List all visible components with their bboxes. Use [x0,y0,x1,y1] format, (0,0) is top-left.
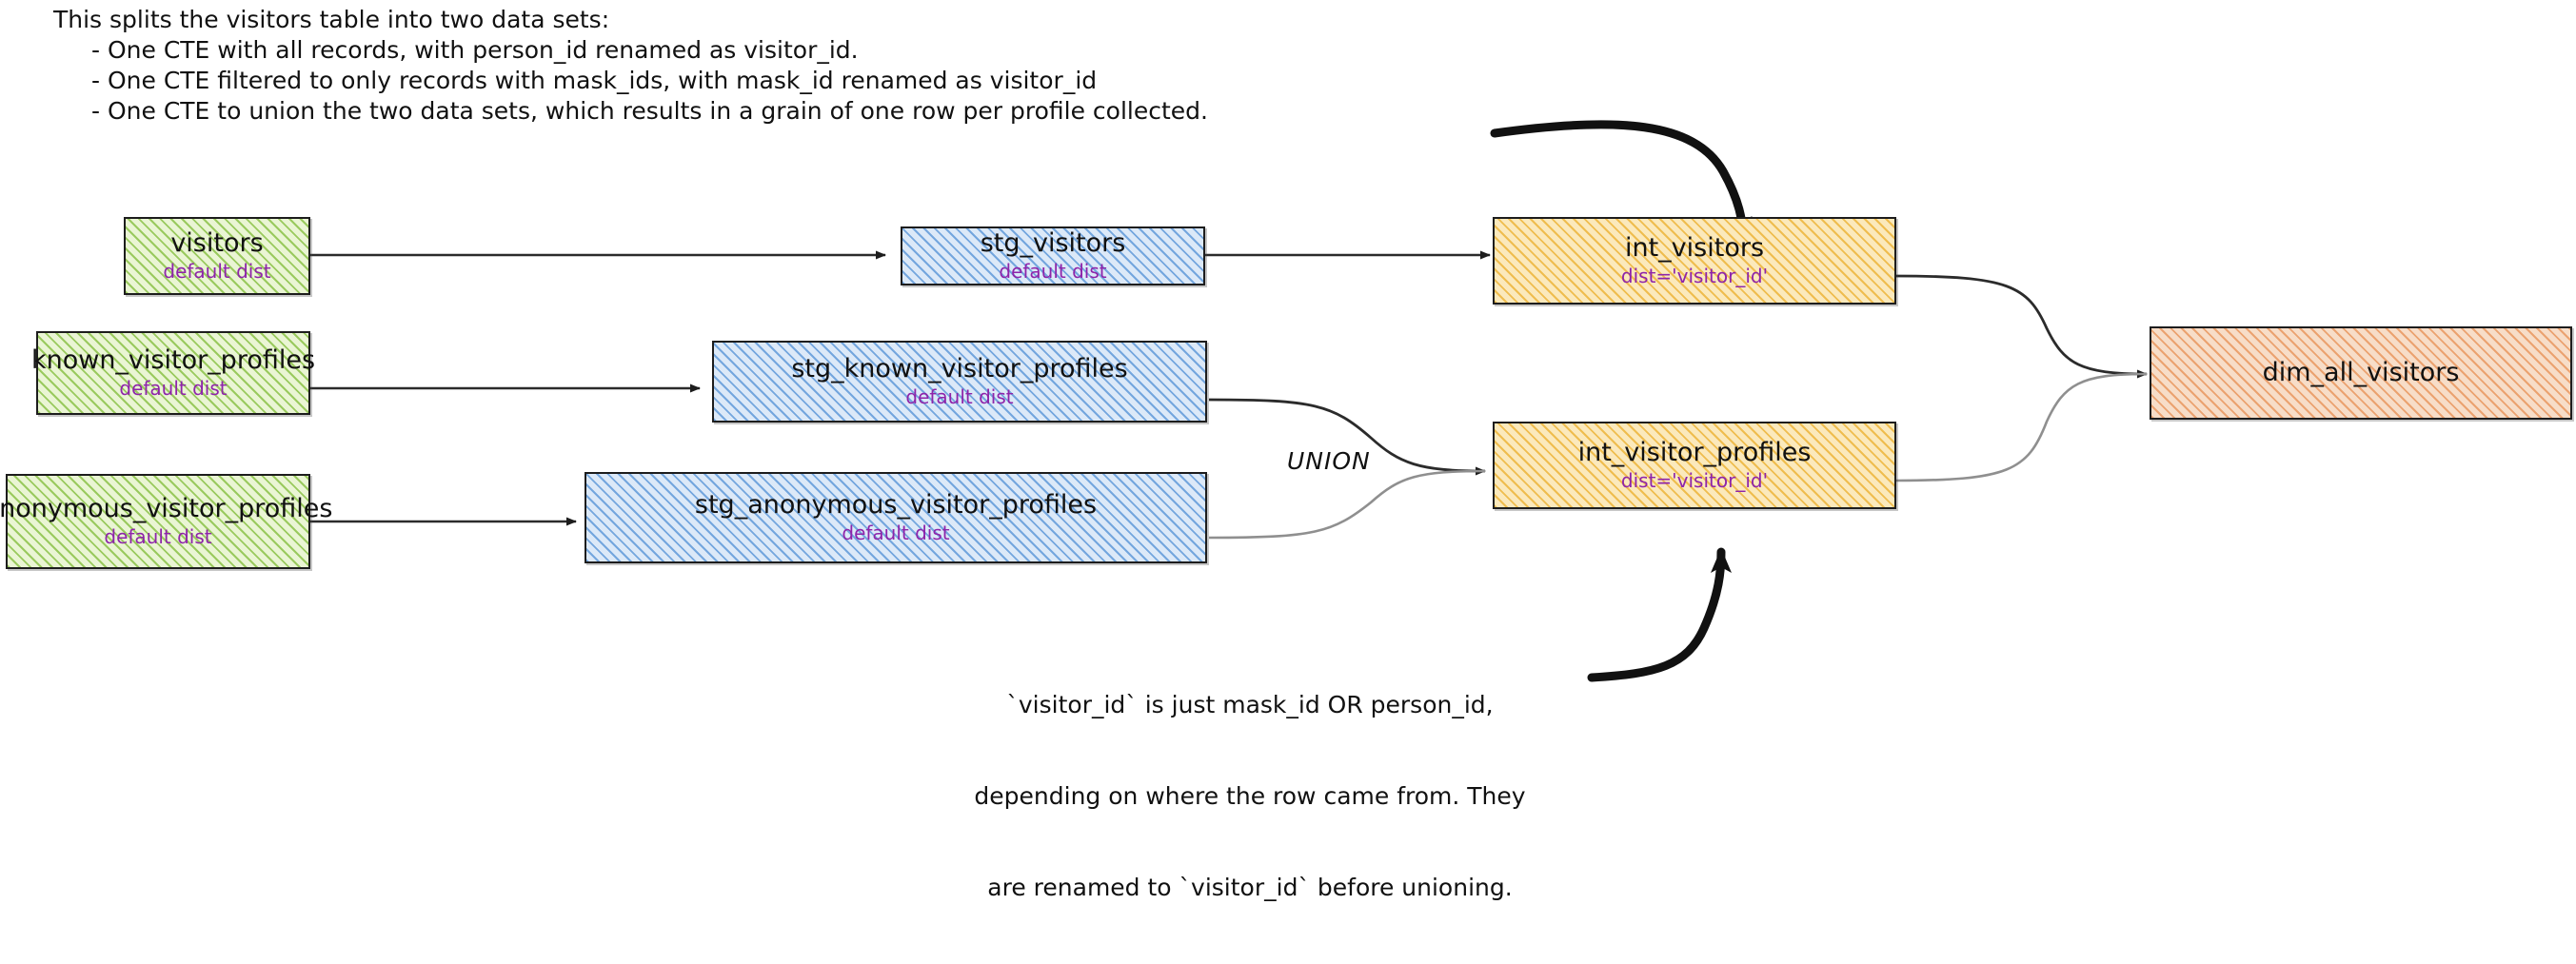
node-known-visitor-profiles-title: known_visitor_profiles [30,345,316,376]
node-stg-visitors[interactable]: stg_visitors default dist [901,226,1205,285]
node-anonymous-visitor-profiles-title: anonymous_visitor_profiles [0,494,333,524]
node-stg-known-visitor-profiles-dist: default dist [905,384,1014,408]
node-stg-known-visitor-profiles[interactable]: stg_known_visitor_profiles default dist [712,341,1207,423]
header-note-line-1: This splits the visitors table into two … [53,6,610,33]
diagram-canvas: This splits the visitors table into two … [0,6,2572,901]
node-stg-anonymous-visitor-profiles-dist: default dist [842,521,950,544]
footnote-line-1: `visitor_id` is just mask_id OR person_i… [1006,691,1494,718]
header-note-line-4: - One CTE to union the two data sets, wh… [91,97,1208,125]
node-int-visitors-dist: dist='visitor_id' [1620,264,1769,287]
footnote-line-3: are renamed to `visitor_id` before union… [987,874,1513,901]
union-label: UNION [1287,447,1371,475]
node-visitors-title: visitors [170,228,264,259]
header-note-line-3: - One CTE filtered to only records with … [91,67,1098,94]
callout-arrow-bottom [1587,547,1732,682]
edge-int-visitors-to-dim-all [1893,274,2148,379]
node-visitors-dist: default dist [163,259,271,283]
header-note: This splits the visitors table into two … [53,6,1208,128]
node-int-visitor-profiles-title: int_visitor_profiles [1577,438,1812,468]
node-stg-visitors-dist: default dist [999,259,1107,283]
footnote-line-2: depending on where the row came from. Th… [974,782,1526,810]
node-int-visitors-title: int_visitors [1624,233,1765,264]
node-known-visitor-profiles-dist: default dist [119,376,228,400]
node-int-visitors[interactable]: int_visitors dist='visitor_id' [1493,217,1896,305]
header-note-line-2: - One CTE with all records, with person_… [91,36,859,64]
footnote: `visitor_id` is just mask_id OR person_i… [921,629,1578,964]
edge-stg-anonymous-to-int-visitor-profiles [1208,469,1486,540]
node-int-visitor-profiles-dist: dist='visitor_id' [1620,468,1769,492]
edge-int-visitor-profiles-to-dim-all [1893,372,2148,482]
node-stg-visitors-title: stg_visitors [980,228,1126,259]
node-anonymous-visitor-profiles-dist: default dist [104,524,212,548]
node-known-visitor-profiles[interactable]: known_visitor_profiles default dist [31,331,315,415]
node-stg-known-visitor-profiles-title: stg_known_visitor_profiles [791,354,1128,384]
node-stg-anonymous-visitor-profiles-title: stg_anonymous_visitor_profiles [694,490,1098,521]
node-dim-all-visitors[interactable]: dim_all_visitors [2150,326,2572,420]
node-stg-anonymous-visitor-profiles[interactable]: stg_anonymous_visitor_profiles default d… [585,472,1207,563]
node-visitors[interactable]: visitors default dist [124,217,310,295]
node-anonymous-visitor-profiles[interactable]: anonymous_visitor_profiles default dist [0,474,332,569]
node-int-visitor-profiles[interactable]: int_visitor_profiles dist='visitor_id' [1493,422,1896,509]
node-dim-all-visitors-title: dim_all_visitors [2262,357,2460,387]
